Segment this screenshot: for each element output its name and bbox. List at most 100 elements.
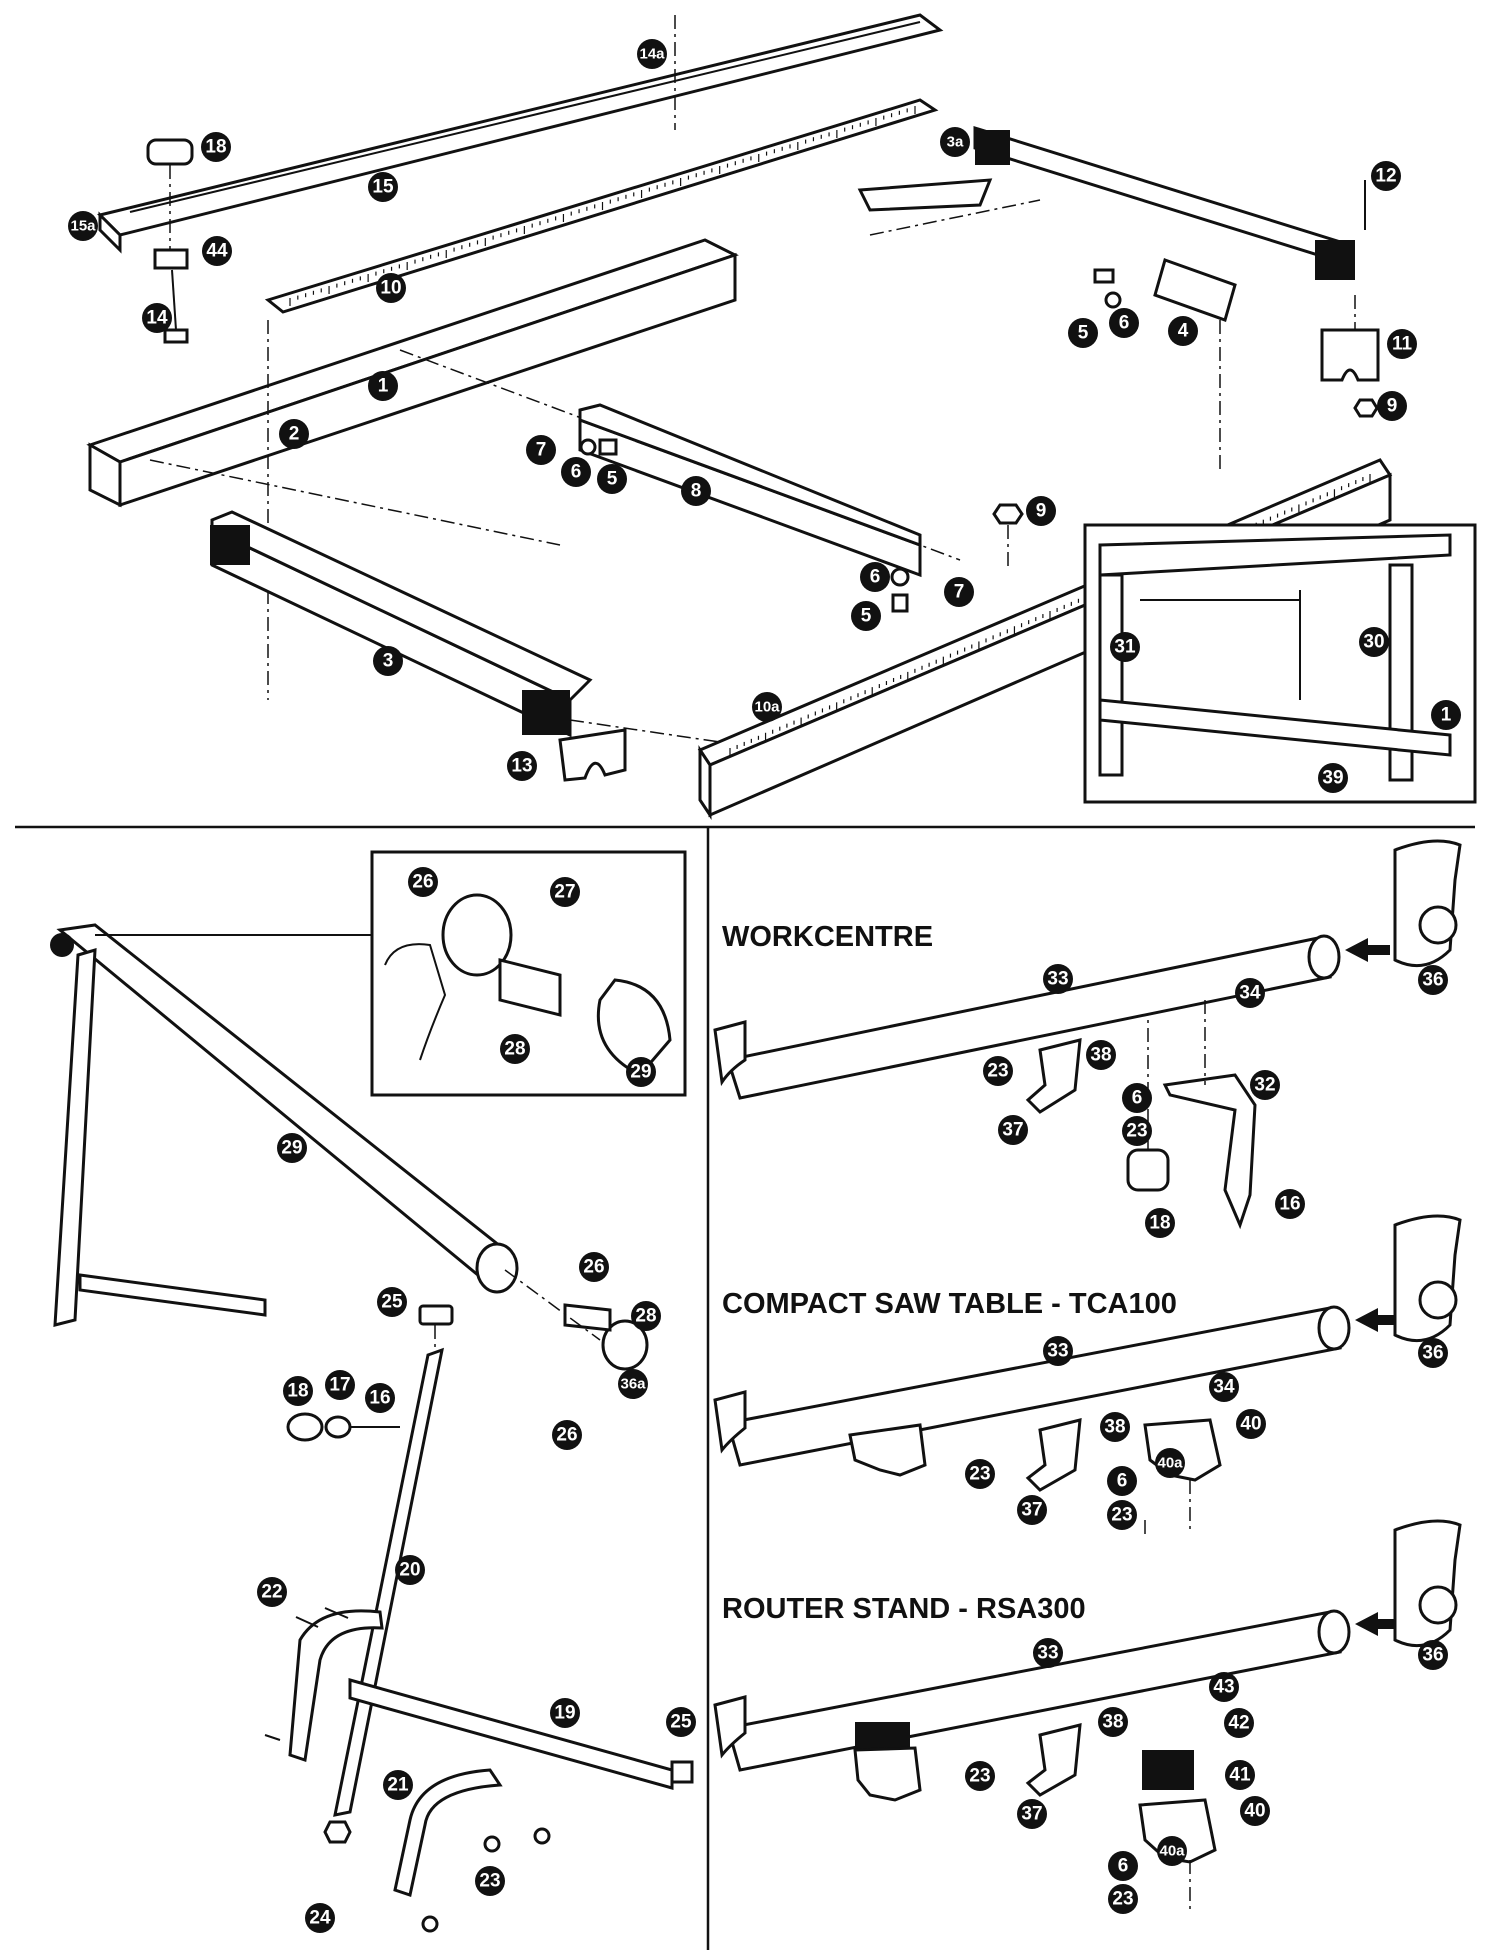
svg-text:23: 23 — [969, 1766, 990, 1787]
workcentre-assembly — [713, 839, 1462, 1230]
corner-bracket — [1153, 258, 1237, 322]
svg-text:5: 5 — [861, 606, 872, 627]
tube-clamp — [1393, 1519, 1462, 1648]
assembly-arrow — [1345, 938, 1390, 962]
svg-text:5: 5 — [1078, 323, 1089, 344]
stand-foot-bar — [78, 1273, 267, 1317]
callout: 3 — [373, 646, 403, 676]
callout: 40a — [1155, 1448, 1185, 1478]
svg-text:20: 20 — [399, 1560, 420, 1581]
svg-text:23: 23 — [1111, 1505, 1132, 1526]
callout: 23 — [1122, 1116, 1152, 1146]
corner-bracket — [393, 1768, 503, 1897]
callout: 18 — [201, 132, 231, 162]
svg-text:37: 37 — [1021, 1804, 1042, 1825]
svg-text:29: 29 — [281, 1138, 302, 1159]
inset-crossbar — [1098, 698, 1452, 757]
svg-text:39: 39 — [1322, 768, 1343, 789]
inset-leg — [1388, 563, 1414, 782]
svg-text:19: 19 — [554, 1703, 575, 1724]
callout: 10 — [376, 273, 406, 303]
hand — [384, 943, 447, 1061]
end-cap — [975, 130, 1010, 165]
clip-plate — [498, 958, 562, 1017]
svg-text:26: 26 — [412, 872, 433, 893]
svg-text:10a: 10a — [754, 699, 780, 716]
callout: 38 — [1098, 1707, 1128, 1737]
clip-bracket — [1025, 1418, 1082, 1492]
callout: 5 — [1068, 318, 1098, 348]
upright-leg — [333, 1347, 444, 1817]
svg-text:26: 26 — [556, 1425, 577, 1446]
rear-frame-top — [973, 125, 1352, 268]
tube-bracket — [713, 1695, 747, 1759]
clamp-knob — [1418, 1280, 1458, 1320]
callout: 7 — [944, 577, 974, 607]
cross-tube — [726, 1306, 1342, 1467]
svg-text:33: 33 — [1037, 1643, 1058, 1664]
callout: 4 — [1168, 316, 1198, 346]
callout: 11 — [1387, 329, 1417, 359]
callout: 26 — [579, 1252, 609, 1282]
tube-opening — [475, 1242, 519, 1294]
callout: 33 — [1043, 964, 1073, 994]
callout: 9 — [1026, 496, 1056, 526]
svg-text:42: 42 — [1228, 1713, 1249, 1734]
bolt — [598, 438, 618, 456]
clamp-block — [853, 1746, 922, 1802]
callout: 6 — [561, 457, 591, 487]
callout: 5 — [851, 601, 881, 631]
svg-text:22: 22 — [261, 1582, 282, 1603]
callout: 40 — [1236, 1409, 1266, 1439]
cross-tube — [726, 936, 1332, 1100]
svg-text:11: 11 — [1392, 334, 1413, 355]
svg-text:23: 23 — [987, 1061, 1008, 1082]
svg-text:3: 3 — [383, 651, 394, 672]
svg-text:31: 31 — [1114, 637, 1136, 658]
crossmember — [578, 417, 922, 578]
callout: 37 — [998, 1115, 1028, 1145]
svg-text:33: 33 — [1047, 969, 1068, 990]
svg-text:16: 16 — [369, 1388, 390, 1409]
svg-text:6: 6 — [1132, 1088, 1143, 1109]
svg-text:5: 5 — [607, 469, 618, 490]
section-heading-workcentre: WORKCENTRE — [722, 921, 933, 953]
callout: 15 — [368, 172, 398, 202]
section-heading-compact-saw-table: COMPACT SAW TABLE - TCA100 — [722, 1288, 1177, 1320]
svg-text:28: 28 — [635, 1306, 656, 1327]
callout: 38 — [1100, 1412, 1130, 1442]
callout: 29 — [626, 1057, 656, 1087]
corner-bracket — [857, 178, 993, 212]
callout: 16 — [365, 1383, 395, 1413]
callout: 25 — [666, 1707, 696, 1737]
clip-bracket — [1025, 1723, 1082, 1797]
callout: 17 — [325, 1370, 355, 1400]
callout: 27 — [550, 877, 580, 907]
foot-cap — [323, 1820, 352, 1844]
callout: 16 — [1275, 1189, 1305, 1219]
callout: 6 — [1108, 1851, 1138, 1881]
foot-cap — [670, 1760, 694, 1784]
callout: 32 — [1250, 1070, 1280, 1100]
rubber-pad — [1142, 1750, 1194, 1790]
callout: 6 — [1109, 308, 1139, 338]
svg-text:38: 38 — [1102, 1712, 1123, 1733]
callout: 15a — [68, 211, 98, 241]
washer — [890, 567, 910, 587]
svg-text:6: 6 — [1117, 1471, 1128, 1492]
clip-plate — [563, 1303, 612, 1332]
callout: 14 — [142, 303, 172, 333]
callout: 36a — [618, 1369, 648, 1399]
bolt — [891, 593, 909, 613]
svg-text:3a: 3a — [947, 134, 964, 151]
svg-text:7: 7 — [536, 440, 547, 461]
callout: 28 — [500, 1034, 530, 1064]
leg-cap — [418, 1304, 454, 1326]
nut — [1353, 398, 1379, 418]
svg-text:6: 6 — [1118, 1856, 1129, 1877]
svg-text:1: 1 — [378, 376, 389, 397]
svg-text:14a: 14a — [639, 46, 665, 63]
washer — [324, 1415, 352, 1439]
svg-text:21: 21 — [387, 1775, 409, 1796]
callout: 29 — [277, 1133, 307, 1163]
